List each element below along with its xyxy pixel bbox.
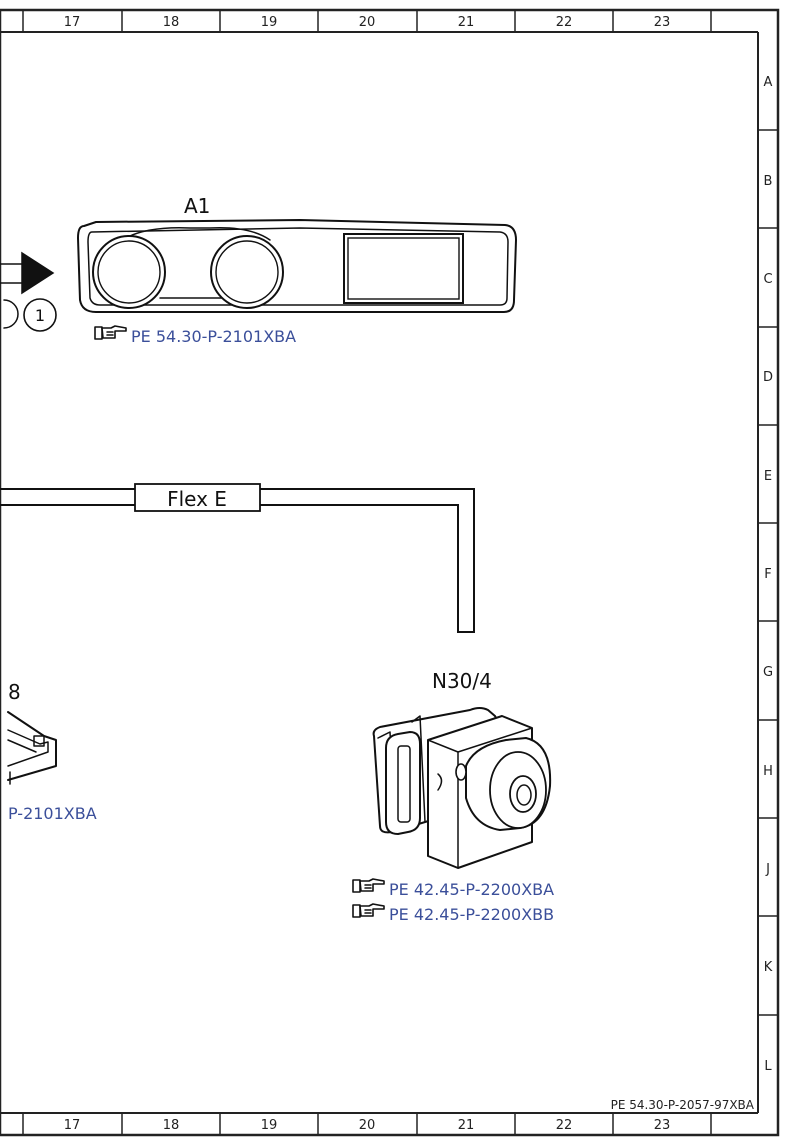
- connector-marker-number: 1: [35, 306, 45, 325]
- row-letters: A B C D E F G H J K L: [763, 75, 773, 1074]
- row-letter: E: [764, 469, 772, 484]
- column-number: 17: [64, 15, 81, 30]
- column-number: 22: [556, 1118, 573, 1133]
- column-number: 22: [556, 15, 573, 30]
- partial-component-label: 8: [8, 680, 21, 704]
- row-letter: C: [763, 272, 772, 287]
- column-number: 20: [359, 15, 376, 30]
- abs-unit-drawing[interactable]: [372, 707, 552, 869]
- row-letter: A: [764, 75, 773, 90]
- instrument-cluster-ref-link[interactable]: PE 54.30-P-2101XBA: [131, 327, 296, 346]
- incoming-arrow: [0, 251, 55, 295]
- document-id: PE 54.30-P-2057-97XBA: [611, 1098, 755, 1112]
- row-letter: J: [765, 862, 770, 877]
- column-number: 23: [654, 15, 671, 30]
- row-letter: G: [763, 665, 773, 680]
- flex-e-bus-label: Flex E: [167, 487, 227, 511]
- row-letter: D: [763, 370, 773, 385]
- column-number: 17: [64, 1118, 81, 1133]
- instrument-cluster-drawing[interactable]: [77, 219, 517, 313]
- connector-marker[interactable]: 1: [23, 298, 57, 332]
- column-number: 18: [163, 1118, 180, 1133]
- abs-unit-ref-link[interactable]: PE 42.45-P-2200XBB: [389, 905, 554, 924]
- column-numbers-bottom: 17 18 19 20 21 22 23: [64, 1118, 671, 1133]
- row-letter: F: [764, 567, 771, 582]
- column-number: 19: [261, 15, 278, 30]
- column-number: 23: [654, 1118, 671, 1133]
- abs-unit-ref-link[interactable]: PE 42.45-P-2200XBA: [389, 880, 554, 899]
- row-letter: B: [764, 174, 773, 189]
- column-number: 21: [458, 15, 475, 30]
- instrument-cluster-reference[interactable]: PE 54.30-P-2101XBA: [94, 325, 296, 346]
- flex-e-bus: Flex E: [0, 483, 475, 633]
- instrument-cluster-label: A1: [184, 194, 210, 218]
- column-numbers-top: 17 18 19 20 21 22 23: [64, 15, 671, 30]
- pointing-hand-icon: [352, 903, 385, 918]
- column-number: 21: [458, 1118, 475, 1133]
- row-letter: K: [764, 960, 773, 975]
- row-separators: [758, 129, 778, 1016]
- abs-unit-reference-2[interactable]: PE 42.45-P-2200XBB: [352, 903, 554, 924]
- connector-marker-partial: [3, 299, 19, 329]
- row-letter: L: [764, 1059, 772, 1074]
- column-number: 18: [163, 15, 180, 30]
- row-letter: H: [763, 764, 773, 779]
- column-number: 20: [359, 1118, 376, 1133]
- pointing-hand-icon: [352, 878, 385, 893]
- partial-component-ref-link[interactable]: P-2101XBA: [8, 804, 97, 823]
- pointing-hand-icon: [94, 325, 127, 340]
- abs-unit-reference-1[interactable]: PE 42.45-P-2200XBA: [352, 878, 554, 899]
- partial-component-drawing[interactable]: [7, 711, 57, 785]
- sheet-frame: [0, 8, 780, 1137]
- column-separators: [22, 10, 712, 1135]
- column-number: 19: [261, 1118, 278, 1133]
- abs-unit-label: N30/4: [432, 669, 492, 693]
